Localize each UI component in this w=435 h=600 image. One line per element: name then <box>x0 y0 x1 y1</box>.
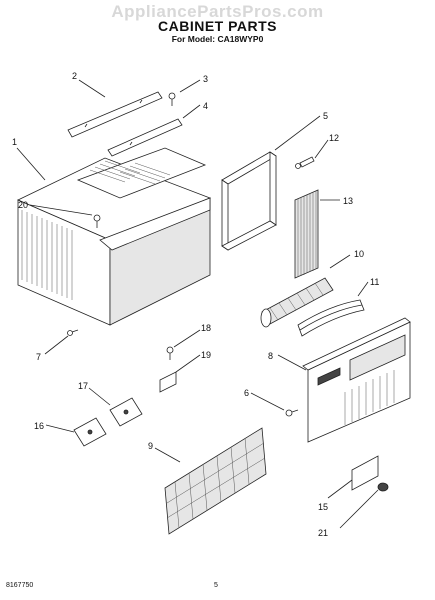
part-10-blower-wheel <box>260 277 334 328</box>
callout-6: 6 <box>244 388 249 398</box>
document-number: 8167750 <box>6 582 34 589</box>
part-4-bracket <box>107 118 183 157</box>
callout-1: 1 <box>12 137 17 147</box>
part-2-top-rail <box>67 91 163 138</box>
part-15-plate <box>351 455 379 491</box>
part-9-filter-grille <box>164 427 267 535</box>
model-subtitle: For Model: CA18WYP0 <box>171 34 264 44</box>
part-17-knob <box>109 397 143 427</box>
part-13-filter-pad <box>294 189 319 279</box>
page-number: 5 <box>214 582 218 589</box>
callout-3: 3 <box>203 74 208 84</box>
callout-19: 19 <box>201 350 211 360</box>
callout-9: 9 <box>148 441 153 451</box>
part-12-screw <box>295 156 315 169</box>
callout-17: 17 <box>78 381 88 391</box>
callout-labels: 1 2 3 4 5 12 13 10 11 8 6 7 20 18 19 17 … <box>12 71 379 538</box>
callout-2: 2 <box>72 71 77 81</box>
callout-21: 21 <box>318 528 328 538</box>
callout-11: 11 <box>370 277 379 287</box>
part-5-frame <box>221 151 277 251</box>
part-11-curved-front <box>297 299 365 337</box>
part-1-cabinet <box>17 147 212 326</box>
part-7-screw <box>67 329 79 336</box>
part-6-screw <box>285 409 299 417</box>
callout-20: 20 <box>18 200 28 210</box>
callout-5: 5 <box>323 111 328 121</box>
callout-7: 7 <box>36 352 41 362</box>
callout-18: 18 <box>201 323 211 333</box>
part-3-screw <box>168 92 176 106</box>
leader-lines <box>16 79 379 529</box>
part-19-clip <box>159 371 177 393</box>
part-20-screw <box>93 214 101 228</box>
part-16-knob <box>73 417 107 447</box>
callout-13: 13 <box>343 196 353 206</box>
page-title: CABINET PARTS <box>157 18 278 34</box>
callout-16: 16 <box>34 421 44 431</box>
watermark: AppliancePartsPros.com <box>111 2 324 21</box>
callout-12: 12 <box>329 133 339 143</box>
callout-15: 15 <box>318 502 328 512</box>
callout-10: 10 <box>354 249 364 259</box>
part-18-screw <box>166 346 174 360</box>
part-8-front-panel <box>302 317 411 443</box>
part-21-button <box>377 482 389 492</box>
callout-8: 8 <box>268 351 273 361</box>
callout-4: 4 <box>203 101 208 111</box>
